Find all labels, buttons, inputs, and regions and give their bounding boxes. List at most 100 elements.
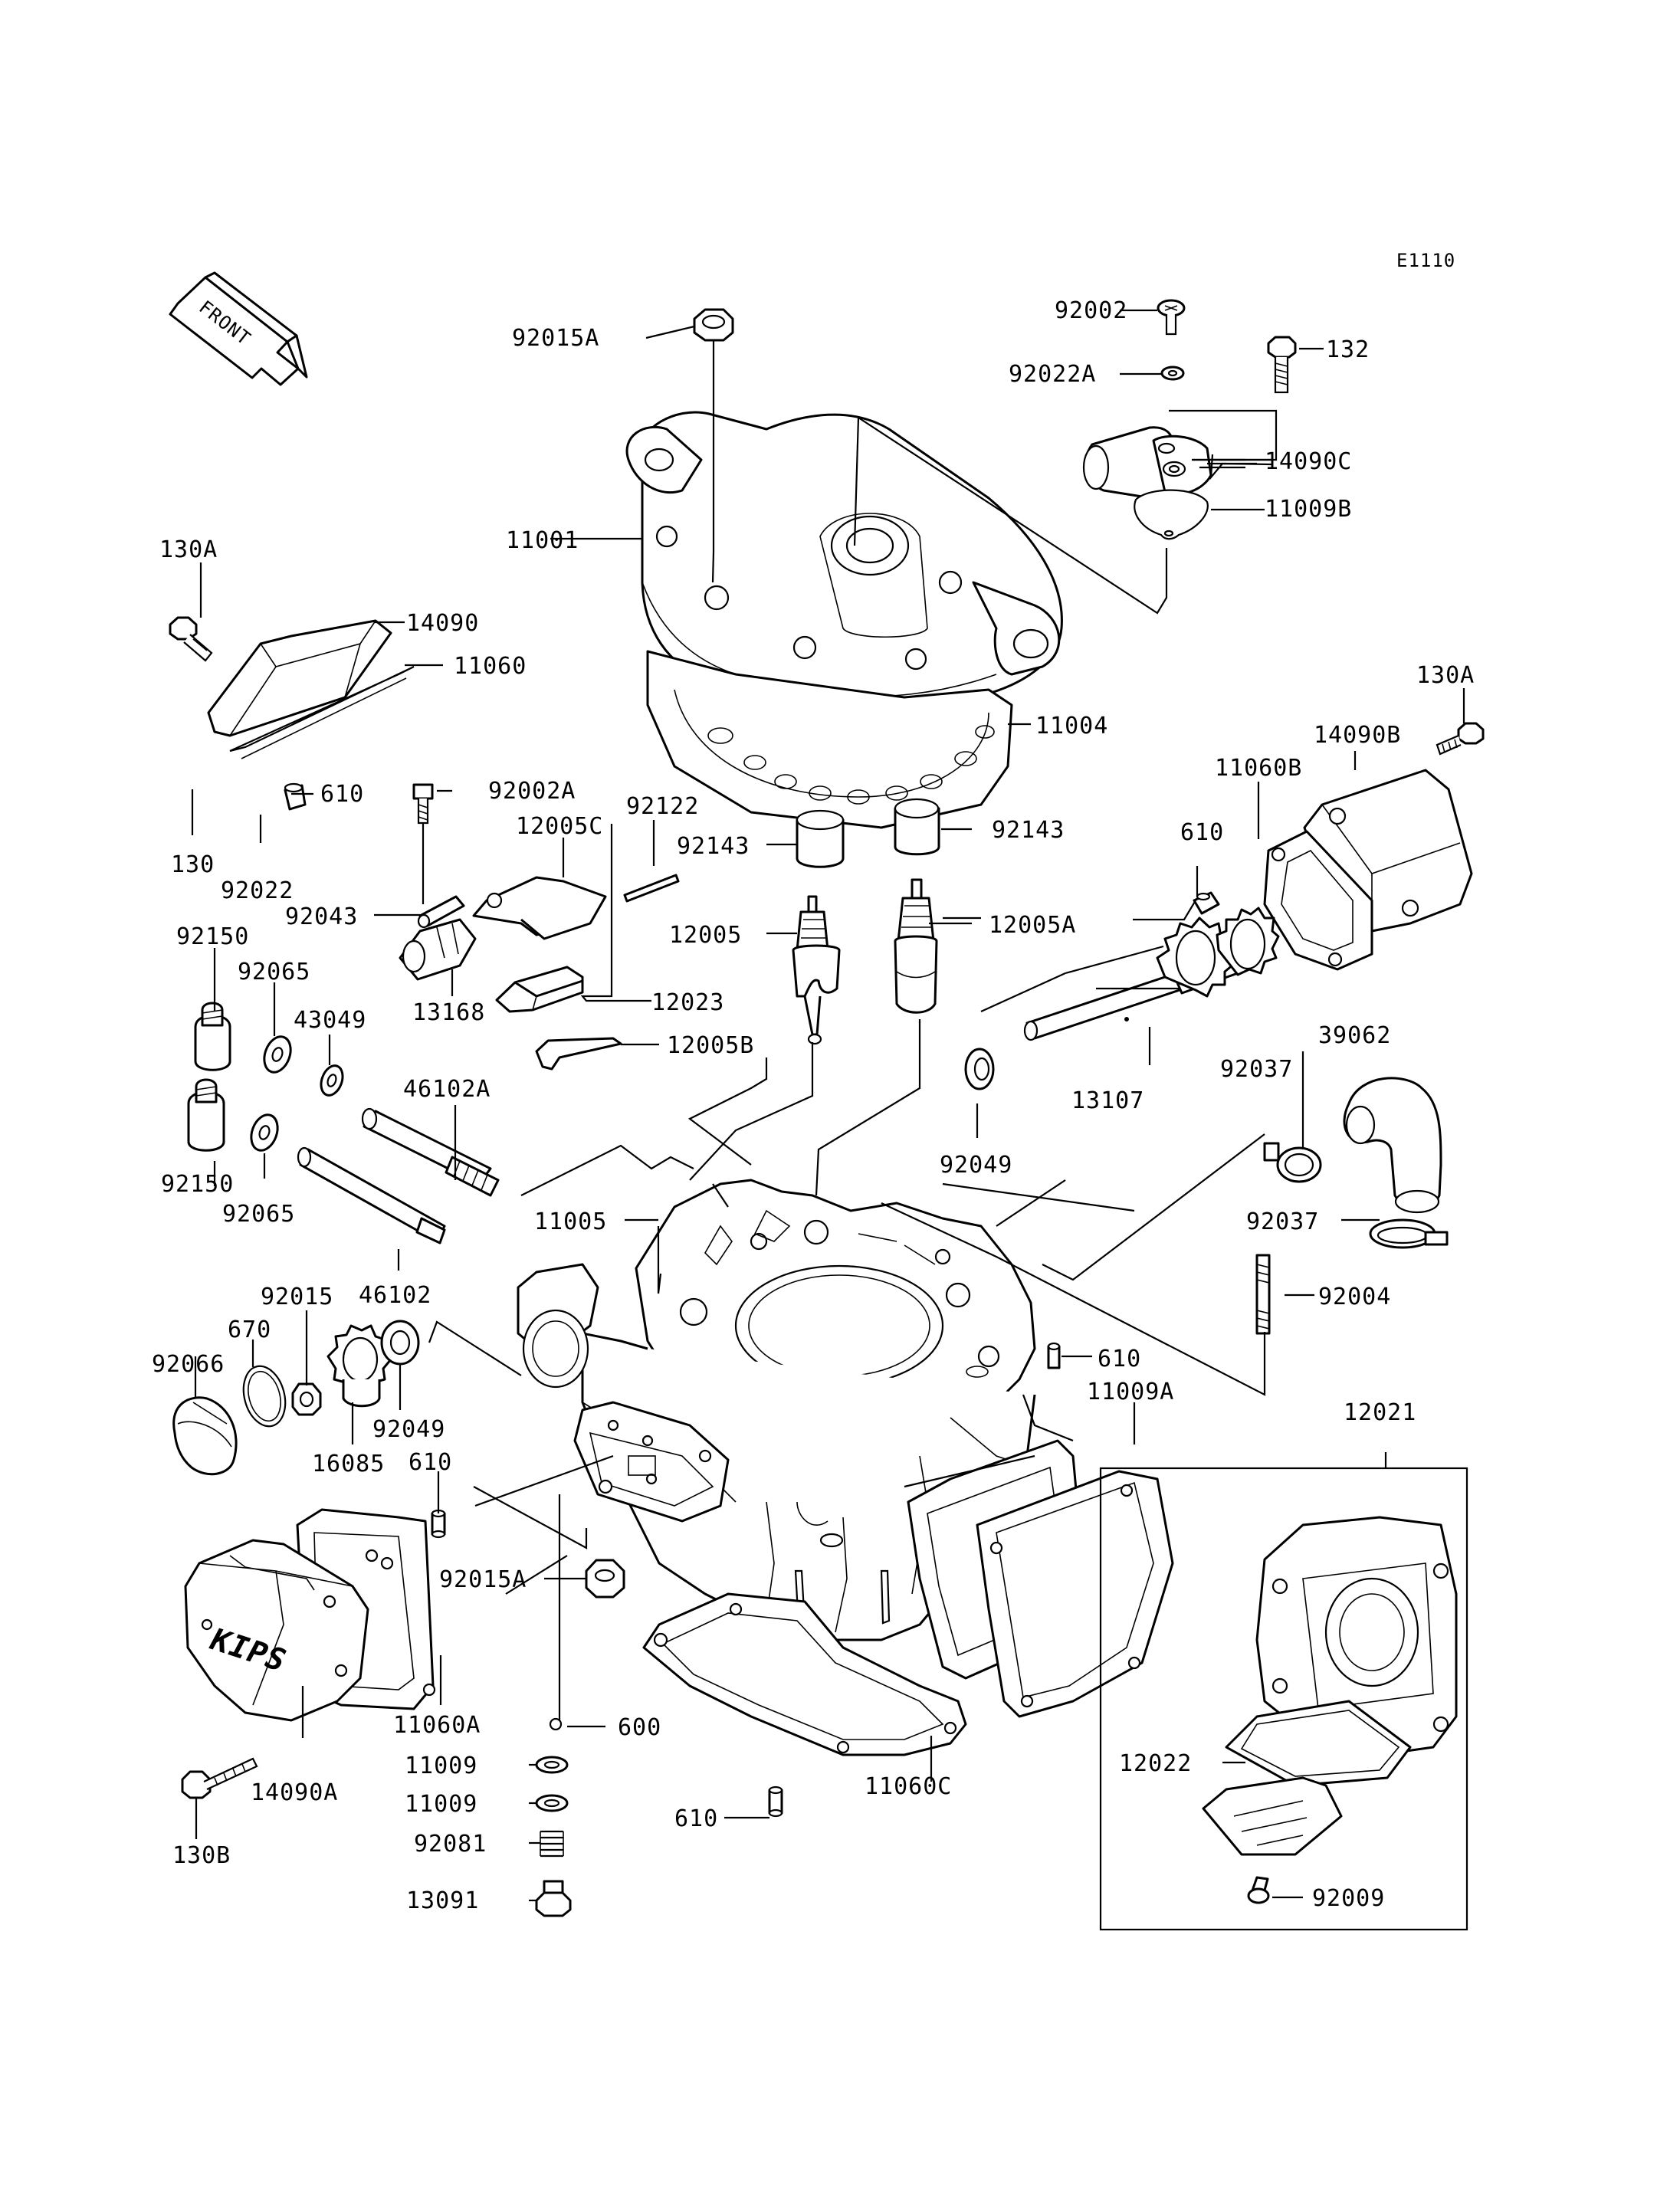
label-11060C: 11060C (865, 1773, 952, 1800)
label-92009: 92009 (1312, 1885, 1385, 1912)
gasket-11060C (642, 1592, 967, 1756)
label-14090A: 14090A (251, 1779, 338, 1806)
label-130A-right: 130A (1416, 662, 1475, 689)
diagram-code: E1110 (1396, 250, 1455, 271)
reed-petal-12022 (1202, 1700, 1412, 1856)
pin-92122 (623, 874, 680, 903)
label-92043: 92043 (285, 903, 358, 930)
label-130: 130 (171, 851, 215, 878)
label-43049: 43049 (294, 1007, 366, 1034)
cap-92066 (172, 1396, 238, 1476)
label-92065-bottom: 92065 (222, 1201, 295, 1228)
gear-16085 (326, 1324, 392, 1408)
bolt-130B (181, 1757, 258, 1799)
label-13107: 13107 (1071, 1087, 1144, 1114)
label-11001: 11001 (506, 527, 579, 554)
label-92143-right: 92143 (992, 817, 1065, 844)
clamp-92037-bottom (1369, 1218, 1449, 1249)
label-670: 670 (228, 1317, 271, 1343)
label-11009-a: 11009 (405, 1753, 477, 1779)
nut-92015A-bottom (585, 1559, 625, 1599)
label-12005A: 12005A (989, 912, 1076, 939)
label-11060: 11060 (454, 653, 527, 680)
pin-92043 (417, 895, 465, 929)
gasket-11009A (907, 1439, 1174, 1718)
bolt-132 (1267, 336, 1297, 394)
spacer-92143-left (796, 809, 845, 868)
gasket-11060B (1263, 830, 1373, 971)
spacer-92143-right (894, 798, 940, 856)
plug-92150-bottom (187, 1078, 225, 1152)
screw-92002 (1157, 299, 1186, 336)
bolt-92002A (412, 783, 434, 825)
label-92049-left: 92049 (372, 1416, 445, 1443)
pin-610-b (284, 782, 307, 811)
label-12005B: 12005B (667, 1032, 754, 1059)
label-11009-b: 11009 (405, 1791, 477, 1818)
washer-11009-b (535, 1794, 569, 1812)
label-610-b: 610 (320, 781, 364, 808)
label-92015A-top: 92015A (512, 325, 599, 352)
bracket-12005B (535, 1037, 622, 1071)
label-16085: 16085 (312, 1451, 385, 1477)
oring-670 (242, 1365, 287, 1428)
shaft-13107 (1023, 907, 1280, 1041)
seal-92049-left (380, 1320, 420, 1366)
head-gasket (646, 650, 1013, 829)
label-92122: 92122 (626, 793, 699, 820)
label-610-d: 610 (409, 1449, 452, 1476)
bracket-12023 (495, 966, 584, 1013)
label-12021: 12021 (1344, 1399, 1416, 1426)
label-46102A: 46102A (403, 1076, 491, 1103)
front-arrow-icon: FRONT (169, 271, 308, 386)
label-14090C: 14090C (1265, 448, 1352, 475)
clamp-92037-top (1263, 1142, 1322, 1183)
label-12005C: 12005C (516, 813, 603, 840)
stud-92004 (1255, 1254, 1271, 1335)
plug-13091 (535, 1880, 572, 1917)
reed-valve-assembly-box (1099, 1467, 1468, 1931)
label-130B: 130B (172, 1842, 231, 1869)
label-14090: 14090 (406, 610, 479, 637)
label-92150-bottom: 92150 (161, 1171, 234, 1198)
water-outlet-14090C (1082, 426, 1212, 498)
washer-92065-top (263, 1035, 292, 1074)
seal-92049-right (964, 1048, 995, 1090)
label-92022A: 92022A (1009, 361, 1096, 388)
part-labels: 92002 92015A 132 92022A 14090C 11009B 11… (152, 297, 1475, 1914)
label-14090B: 14090B (1314, 722, 1401, 749)
label-39062: 39062 (1318, 1022, 1391, 1049)
washer-92022A (1160, 366, 1185, 381)
label-132: 132 (1326, 336, 1370, 363)
washer-92065-bottom (250, 1113, 279, 1152)
label-12023: 12023 (651, 989, 724, 1016)
shaft-46102A (361, 1107, 500, 1197)
pin-610-a (1193, 891, 1220, 915)
reed-block-12021 (1255, 1516, 1458, 1756)
label-11060A: 11060A (393, 1712, 481, 1739)
label-92015: 92015 (261, 1284, 333, 1310)
washer-11009-a (535, 1756, 569, 1774)
washer-43049 (320, 1064, 344, 1097)
label-92002A: 92002A (488, 778, 576, 805)
lever-12005C (472, 876, 607, 940)
label-13168: 13168 (412, 999, 485, 1026)
label-130A-left: 130A (159, 536, 218, 563)
label-12022: 12022 (1119, 1750, 1192, 1777)
label-11005: 11005 (534, 1208, 607, 1235)
label-11060B: 11060B (1215, 755, 1302, 782)
leader-lines (191, 309, 1465, 1902)
rod-13168 (399, 918, 477, 981)
label-610-c: 610 (1098, 1346, 1141, 1372)
label-92066: 92066 (152, 1351, 225, 1378)
label-92015A-bottom: 92015A (439, 1566, 527, 1593)
label-11009A: 11009A (1087, 1379, 1174, 1405)
nut-92015A-top (693, 308, 734, 342)
label-610-a: 610 (1180, 819, 1224, 846)
label-92004: 92004 (1318, 1284, 1391, 1310)
label-46102: 46102 (359, 1282, 431, 1309)
shaft-46102 (297, 1146, 446, 1244)
gasket-11009B (1134, 489, 1209, 540)
label-13091: 13091 (406, 1887, 479, 1914)
